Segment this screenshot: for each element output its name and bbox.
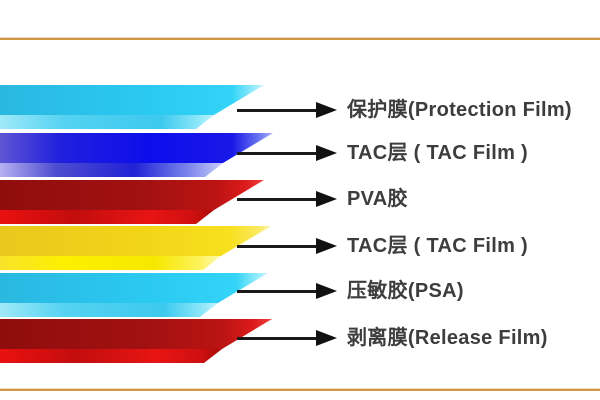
annotation-row-psa-adhesive: 压敏胶(PSA) bbox=[0, 277, 464, 305]
tac-film-upper-front-face bbox=[0, 163, 223, 177]
arrow-line bbox=[237, 151, 316, 155]
protection-film-top-face bbox=[0, 85, 264, 115]
arrow-head-icon bbox=[316, 330, 337, 346]
psa-adhesive-top-face bbox=[0, 273, 268, 303]
release-film-top-face bbox=[0, 319, 272, 349]
layer-label-protection-film: 保护膜(Protection Film) bbox=[347, 99, 572, 121]
layer-label-tac-film-upper: TAC层 ( TAC Film ) bbox=[347, 142, 528, 164]
arrow-head-icon bbox=[316, 102, 337, 118]
annotation-row-tac-film-upper: TAC层 ( TAC Film ) bbox=[0, 139, 528, 167]
layer-label-release-film: 剥离膜(Release Film) bbox=[347, 327, 548, 349]
arrow-head-icon bbox=[316, 283, 337, 299]
top-divider bbox=[0, 37, 600, 40]
psa-adhesive-front-face bbox=[0, 303, 218, 317]
layer-label-pva-adhesive: PVA胶 bbox=[347, 188, 408, 210]
pva-adhesive-front-face bbox=[0, 210, 214, 224]
layer-label-psa-adhesive: 压敏胶(PSA) bbox=[347, 280, 464, 302]
arrow-line bbox=[237, 108, 316, 112]
arrow-head-icon bbox=[316, 238, 337, 254]
arrow-head-icon bbox=[316, 191, 337, 207]
tac-film-upper-top-face bbox=[0, 133, 273, 163]
annotation-row-protection-film: 保护膜(Protection Film) bbox=[0, 96, 572, 124]
annotation-row-pva-adhesive: PVA胶 bbox=[0, 185, 408, 213]
pva-adhesive-top-face bbox=[0, 180, 264, 210]
tac-film-lower-top-face bbox=[0, 226, 271, 256]
arrow-line bbox=[237, 197, 316, 201]
arrow-head-icon bbox=[316, 145, 337, 161]
arrow-line bbox=[237, 289, 316, 293]
release-film-front-face bbox=[0, 349, 222, 363]
bottom-divider bbox=[0, 388, 600, 391]
arrow-line bbox=[237, 336, 316, 340]
annotation-row-tac-film-lower: TAC层 ( TAC Film ) bbox=[0, 232, 528, 260]
protection-film-front-face bbox=[0, 115, 214, 129]
arrow-line bbox=[237, 244, 316, 248]
tac-film-lower-front-face bbox=[0, 256, 221, 270]
annotation-row-release-film: 剥离膜(Release Film) bbox=[0, 324, 548, 352]
layer-label-tac-film-lower: TAC层 ( TAC Film ) bbox=[347, 235, 528, 257]
